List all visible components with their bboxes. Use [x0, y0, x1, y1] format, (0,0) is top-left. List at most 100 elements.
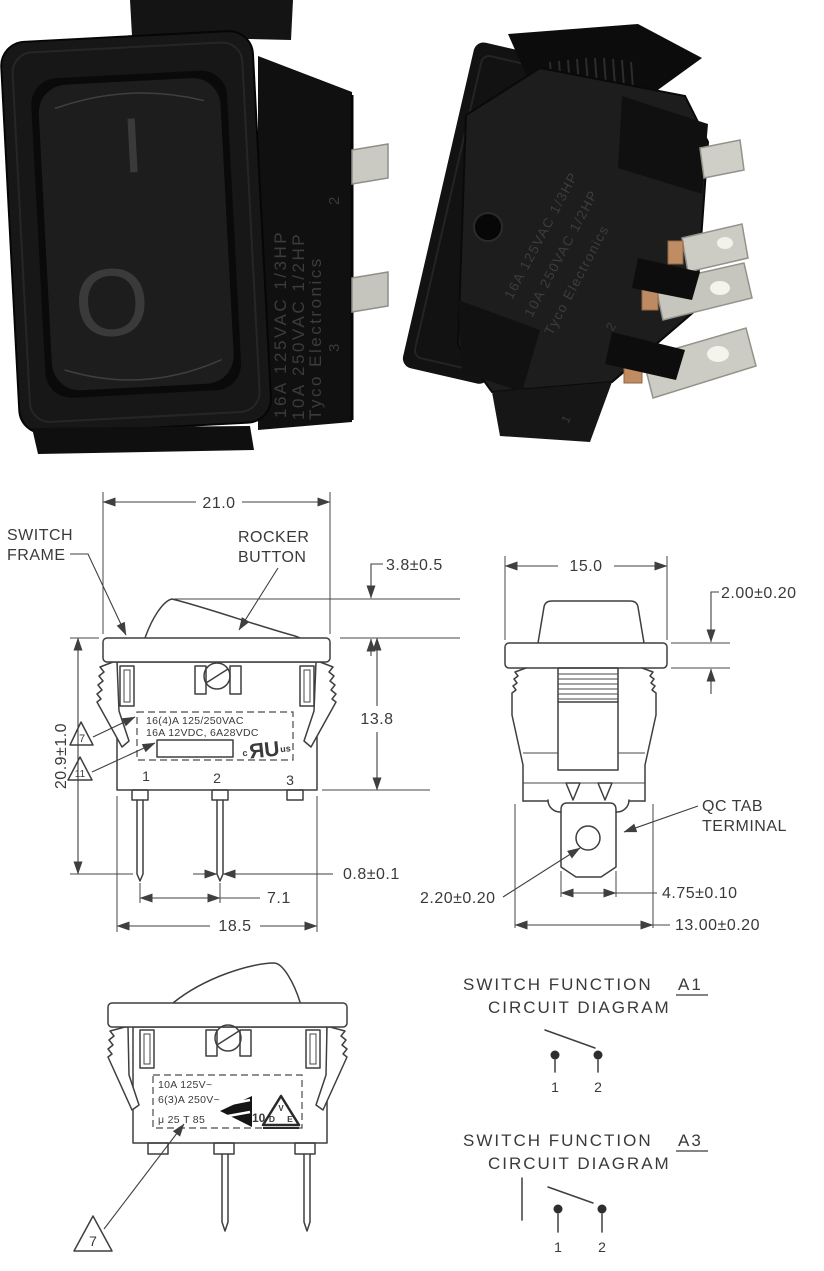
rocker-off-mark: O — [72, 248, 152, 359]
switch-frame — [107, 1002, 348, 1028]
body-wall-left — [511, 667, 527, 802]
mounting-wing-right — [315, 1026, 348, 1111]
qc-terminal-upper — [351, 143, 389, 185]
ul-recognized-mark: c ЯU us — [242, 737, 292, 763]
dim-rocker-height: 3.8±0.5 — [174, 557, 460, 656]
switch-frame-side — [504, 642, 668, 669]
a1-subtitle: CIRCUIT DIAGRAM — [488, 998, 671, 1017]
rocker-actuator — [38, 78, 234, 391]
dim-body-depth-value: 13.00±0.20 — [675, 917, 760, 934]
qc-tab-label-2: TERMINAL — [702, 818, 787, 835]
switch-side-housing: 16A 125VAC 1/3HP 10A 250VAC 1/2HP Tyco E… — [258, 56, 354, 430]
dim-total-height-value: 20.9±1.0 — [53, 723, 70, 789]
rocker-button-label-1: ROCKER — [238, 529, 309, 546]
switch-bezel: I O — [0, 30, 272, 435]
dim-pin-pitch: 7.1 — [139, 883, 291, 907]
embossed-terminal-3: 3 — [326, 344, 343, 352]
dim-body-height: 13.8 — [322, 637, 430, 791]
dim-pin-pitch-value: 7.1 — [267, 890, 291, 907]
qc-tab-terminal — [560, 802, 617, 878]
circuit-a1: SWITCH FUNCTION A1 CIRCUIT DIAGRAM 1 2 — [463, 975, 708, 1095]
dim-hole-diameter-value: 2.20±0.20 — [420, 890, 496, 907]
switch-frame-label-1: SWITCH — [7, 527, 73, 544]
ul-mark-ru: ЯU — [248, 737, 281, 763]
center-screw — [214, 1024, 242, 1052]
rocker-button-callout: ROCKER BUTTON — [238, 529, 309, 631]
photo-rear-view: 16A 125VAC 1/3HP 10A 250VAC 1/2HP Tyco E… — [402, 24, 757, 442]
switch-bottom-edge — [32, 426, 254, 454]
terminal-numbers: 1 2 3 — [142, 768, 294, 788]
dim-body-depth: 13.00±0.20 — [514, 804, 760, 934]
rocker-button-label-2: BUTTON — [238, 549, 306, 566]
side-view-body — [504, 600, 668, 878]
ul-mark-c: c — [242, 748, 248, 758]
terminal-pin-1 — [136, 799, 144, 882]
dim-frame-thickness: 2.00±0.20 — [671, 585, 797, 694]
qc-terminal-lower — [351, 271, 389, 313]
vde-letter-d: D — [269, 1114, 275, 1124]
a1-terminal-2: 2 — [594, 1079, 602, 1095]
switch-frame — [102, 637, 331, 663]
embossed-rating-2: 10A 250VAC 1/2HP — [289, 232, 308, 420]
terminal-pin-2 — [216, 799, 224, 882]
terminal-number-3: 3 — [286, 772, 294, 788]
ul-mark-us: us — [280, 743, 292, 754]
dim-tab-width: 4.75±0.10 — [560, 871, 737, 902]
a3-switch-symbol: 1 2 — [521, 1177, 607, 1255]
dim-pin-width-value: 0.8±0.1 — [343, 866, 400, 883]
mounting-wing-right — [303, 661, 337, 748]
embossed-terminal-2: 2 — [326, 197, 343, 205]
dim-hole-diameter: 2.20±0.20 — [420, 847, 581, 907]
a1-title-prefix: SWITCH FUNCTION — [463, 975, 653, 994]
switch-top-tab — [130, 0, 293, 40]
qc-terminals — [351, 143, 389, 313]
qc-tab-callout: QC TAB TERMINAL — [623, 798, 787, 835]
front-view-body — [96, 598, 337, 882]
embossed-brand: Tyco Electronics — [306, 256, 325, 420]
dim-rocker-height-value: 3.8±0.5 — [386, 557, 443, 574]
rating-label-box: 16(4)A 125/250VAC 16A 12VDC, 6A28VDC c Я… — [136, 711, 294, 763]
dim-frame-thickness-value: 2.00±0.20 — [721, 585, 797, 602]
bottom-view-body — [107, 962, 348, 1232]
rocker-profile-tilted — [172, 962, 301, 1004]
dim-frame-depth-value: 15.0 — [569, 558, 602, 575]
a1-switch-symbol: 1 2 — [544, 1029, 603, 1095]
mounting-wing-left — [107, 1026, 140, 1111]
note-7-number: 7 — [79, 733, 85, 745]
dim-frame-width-value: 21.0 — [202, 495, 235, 512]
a3-terminal-2: 2 — [598, 1239, 606, 1255]
blank-label-area — [156, 739, 234, 758]
a3-title-code: A3 — [678, 1131, 703, 1150]
circuit-diagrams: SWITCH FUNCTION A1 CIRCUIT DIAGRAM 1 2 S… — [463, 975, 708, 1255]
vde-letter-e: E — [287, 1114, 293, 1124]
vde-letter-v: V — [278, 1104, 284, 1113]
rating-line-2: 6(3)A 250V~ — [158, 1094, 220, 1106]
body-wall-right — [641, 667, 657, 802]
dim-frame-width: 21.0 — [102, 492, 331, 634]
dim-pin-width: 0.8±0.1 — [193, 866, 400, 883]
dim-base-width: 18.5 — [116, 796, 318, 935]
a1-terminal-1: 1 — [551, 1079, 559, 1095]
note-7-number: 7 — [89, 1233, 97, 1249]
dim-base-width-value: 18.5 — [218, 918, 251, 935]
terminal-pin-2 — [303, 1153, 311, 1232]
switch-body — [116, 661, 318, 791]
rating-label-box-eu: 10A 125V~ 6(3)A 250V~ μ 25 T 85 10 V D E — [152, 1074, 303, 1129]
a3-terminal-1: 1 — [554, 1239, 562, 1255]
note-triangle-7-bottom: 7 — [73, 1123, 185, 1252]
vde-mark: V D E — [261, 1094, 301, 1129]
drawing-bottom-view: 10A 125V~ 6(3)A 250V~ μ 25 T 85 10 V D E… — [73, 962, 348, 1252]
latch-ribbed-block — [557, 667, 619, 703]
switch-frame-callout: SWITCH FRAME — [7, 527, 127, 636]
terminal-number-1: 1 — [142, 768, 150, 784]
a3-title-prefix: SWITCH FUNCTION — [463, 1131, 653, 1150]
mounting-hole — [473, 212, 503, 242]
dim-total-height: 20.9±1.0 — [53, 637, 133, 875]
a3-subtitle: CIRCUIT DIAGRAM — [488, 1154, 671, 1173]
qc-tab-label-1: QC TAB — [702, 798, 763, 815]
rating-line-1: 10A 125V~ — [158, 1079, 212, 1091]
a1-title-code: A1 — [678, 975, 703, 994]
rating-line-2: 16A 12VDC, 6A28VDC — [146, 727, 259, 739]
drawing-front-view: 21.0 SWITCH FRAME ROCKER BUTTON 3.8±0.5 — [7, 492, 460, 935]
body-foot — [492, 382, 612, 442]
